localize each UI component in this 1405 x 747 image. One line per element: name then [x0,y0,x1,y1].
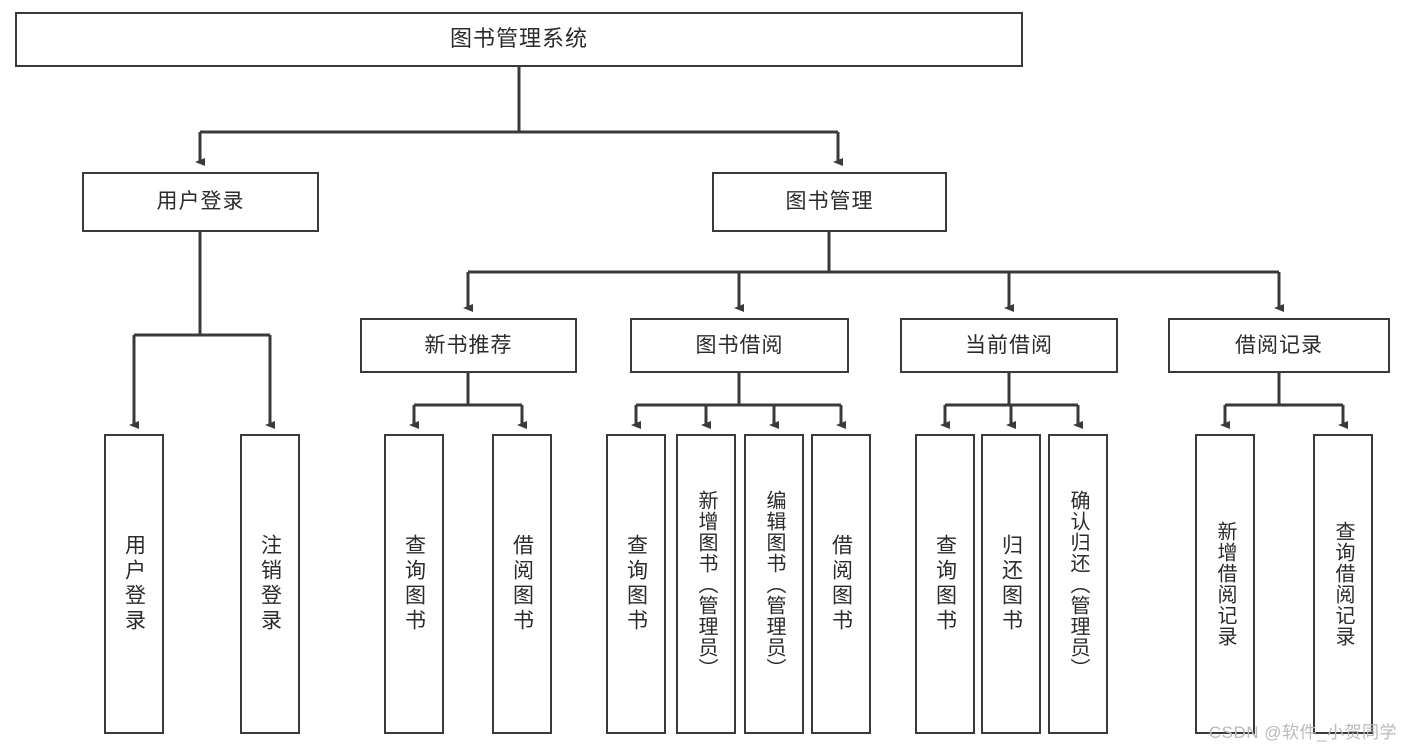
node-label: 归还图书 [999,534,1023,634]
node-label: 用户登录 [156,190,245,214]
watermark: CSDN @软件_小贺同学 [1208,723,1397,742]
node-label: 用户登录 [122,534,146,634]
node-borrow-record[interactable]: 借阅记录 [1168,318,1390,373]
leaf-book-borrow-add[interactable]: 新增图书（管理员） [676,434,736,734]
leaf-user-login-logout[interactable]: 注销登录 [240,434,300,734]
node-label: 确认归还（管理员） [1067,489,1089,679]
node-current-borrow[interactable]: 当前借阅 [900,318,1118,373]
leaf-new-book-query[interactable]: 查询图书 [384,434,444,734]
node-label: 注销登录 [258,534,282,634]
node-label: 查询借阅记录 [1332,521,1354,647]
leaf-book-borrow-borrow[interactable]: 借阅图书 [811,434,871,734]
node-book-management[interactable]: 图书管理 [712,172,947,232]
leaf-borrow-record-add[interactable]: 新增借阅记录 [1195,434,1255,734]
leaf-new-book-borrow[interactable]: 借阅图书 [492,434,552,734]
leaf-book-borrow-query[interactable]: 查询图书 [606,434,666,734]
node-label: 借阅记录 [1235,333,1323,357]
node-label: 图书借阅 [695,333,784,357]
leaf-current-borrow-return[interactable]: 归还图书 [981,434,1041,734]
node-label: 编辑图书（管理员） [763,489,785,679]
node-label: 新增借阅记录 [1214,521,1236,647]
node-label: 新增图书（管理员） [695,489,717,679]
node-label: 借阅图书 [510,534,534,634]
node-label: 图书管理系统 [449,26,588,52]
node-new-book-recommend[interactable]: 新书推荐 [360,318,577,373]
node-label: 查询图书 [402,534,426,634]
leaf-book-borrow-edit[interactable]: 编辑图书（管理员） [744,434,804,734]
node-book-borrow[interactable]: 图书借阅 [630,318,849,373]
node-root-system[interactable]: 图书管理系统 [15,12,1023,67]
node-label: 查询图书 [624,534,648,634]
node-label: 当前借阅 [965,333,1053,357]
node-user-login[interactable]: 用户登录 [82,172,319,232]
leaf-current-borrow-query[interactable]: 查询图书 [915,434,975,734]
node-label: 借阅图书 [829,534,853,634]
leaf-user-login-login[interactable]: 用户登录 [104,434,164,734]
leaf-current-borrow-confirm-return[interactable]: 确认归还（管理员） [1048,434,1108,734]
node-label: 查询图书 [933,534,957,634]
leaf-borrow-record-query[interactable]: 查询借阅记录 [1313,434,1373,734]
node-label: 新书推荐 [424,333,513,357]
node-label: 图书管理 [785,190,874,214]
